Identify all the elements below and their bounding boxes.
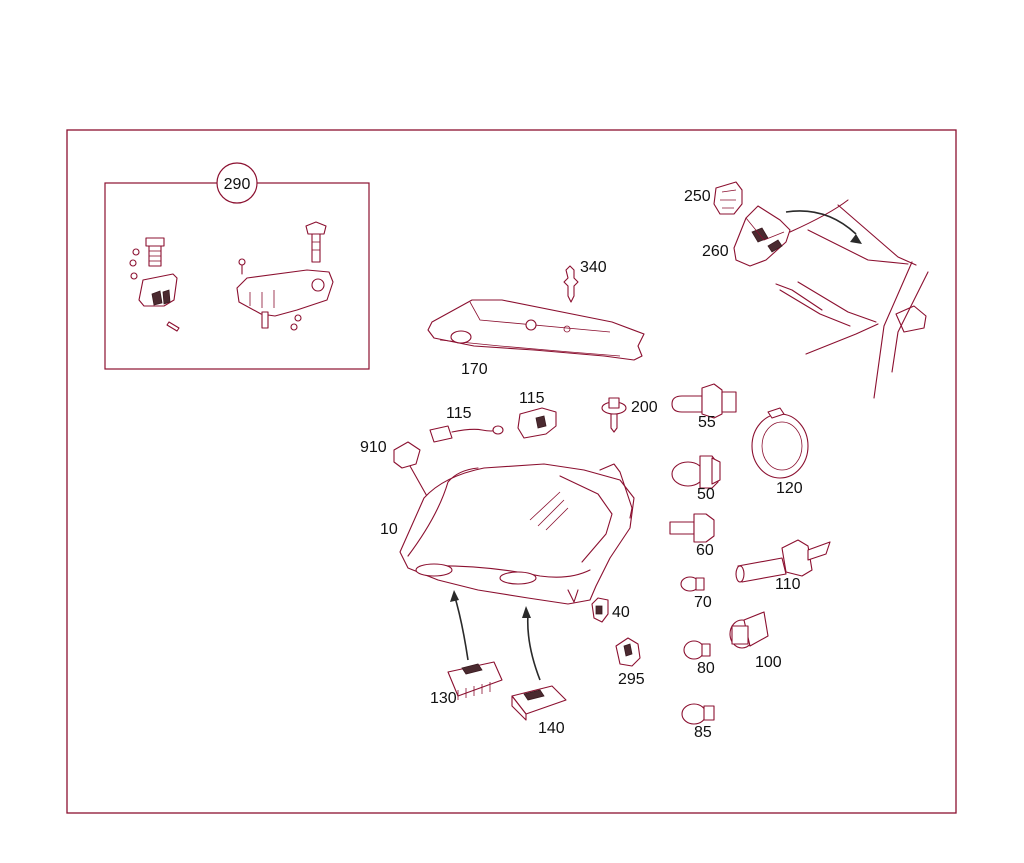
callout-250: 250 bbox=[684, 188, 711, 205]
part-140-ballast: 140 bbox=[511, 606, 567, 737]
part-250-sensor: 250 bbox=[684, 181, 743, 215]
part-200-screw: 200 bbox=[601, 397, 658, 433]
part-260-cover: 260 bbox=[702, 205, 791, 267]
part-115-cable: 115 bbox=[429, 405, 504, 443]
group-290-badge bbox=[216, 162, 258, 204]
callout-10: 10 bbox=[380, 521, 398, 538]
diagram-frame bbox=[66, 129, 957, 814]
part-55-bulb: 55 bbox=[671, 383, 737, 431]
callout-340: 340 bbox=[580, 259, 607, 276]
callout-170: 170 bbox=[461, 361, 488, 378]
part-50-bulb: 50 bbox=[671, 455, 721, 503]
part-80-bulb: 80 bbox=[683, 640, 715, 677]
part-295-grommet: 295 bbox=[615, 637, 645, 688]
callout-50: 50 bbox=[697, 486, 715, 503]
part-85-bulb: 85 bbox=[681, 703, 715, 741]
part-40-clip: 40 bbox=[591, 597, 630, 623]
callout-260: 260 bbox=[702, 243, 729, 260]
callout-295: 295 bbox=[618, 671, 645, 688]
callout-100: 100 bbox=[755, 654, 782, 671]
part-130-control-unit: 130 bbox=[430, 590, 503, 707]
callout-115-cable: 115 bbox=[446, 405, 472, 422]
bracket-assembly-right bbox=[236, 221, 334, 331]
callout-130: 130 bbox=[430, 690, 457, 707]
callout-290: 290 bbox=[224, 176, 251, 193]
callout-140: 140 bbox=[538, 720, 565, 737]
bracket-assembly-left bbox=[129, 237, 180, 332]
callout-70: 70 bbox=[694, 594, 712, 611]
part-60-bulb: 60 bbox=[669, 513, 715, 559]
callout-40: 40 bbox=[612, 604, 630, 621]
callout-200: 200 bbox=[631, 399, 658, 416]
part-110-xenon-bulb: 110 bbox=[735, 539, 831, 593]
callout-60: 60 bbox=[696, 542, 714, 559]
vehicle-outline bbox=[775, 199, 929, 399]
group-290: 290 bbox=[104, 162, 370, 370]
part-115-connector: 115 bbox=[517, 390, 557, 439]
callout-120: 120 bbox=[776, 480, 803, 497]
part-170-support-bracket: 170 bbox=[427, 299, 645, 378]
part-340-clip: 340 bbox=[563, 259, 607, 303]
callout-110: 110 bbox=[775, 576, 801, 593]
callout-115-connector: 115 bbox=[519, 390, 545, 407]
part-10-headlamp: 10 bbox=[380, 463, 635, 605]
callout-85: 85 bbox=[694, 724, 712, 741]
part-120-cover: 120 bbox=[751, 407, 809, 497]
callout-80: 80 bbox=[697, 660, 715, 677]
part-100-socket: 100 bbox=[729, 611, 782, 671]
callout-910: 910 bbox=[360, 439, 387, 456]
callout-55: 55 bbox=[698, 414, 716, 431]
part-70-bulb: 70 bbox=[680, 576, 712, 611]
part-910-label: 910 bbox=[360, 439, 429, 499]
